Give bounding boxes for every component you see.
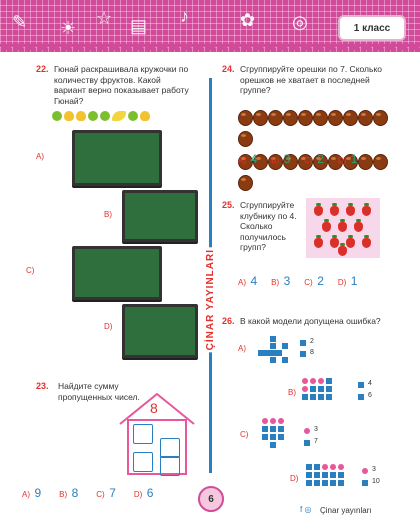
q26-b-key1: [358, 382, 364, 388]
q23-text: Найдите сумму пропущенных чисел.: [58, 381, 140, 402]
page-number: 6: [198, 486, 224, 512]
house-number: 8: [150, 400, 158, 416]
q23-answers: A) 9 B) 8 C) 7 D) 6: [22, 484, 153, 502]
q26-option-b[interactable]: B): [288, 388, 296, 397]
q26-model-c: [262, 418, 292, 448]
paint-icon: ✿: [240, 10, 256, 30]
q26-d-key1: [362, 468, 368, 474]
q22-option-a[interactable]: A): [36, 152, 44, 161]
q26-b-n2: 6: [368, 392, 372, 399]
q26-option-d[interactable]: D): [290, 474, 299, 483]
q26-a-key1: [300, 340, 306, 346]
q24-answer-a[interactable]: A) 4: [238, 152, 258, 166]
q26-option-c[interactable]: C): [240, 430, 249, 439]
q26-b-n1: 4: [368, 380, 372, 387]
q25-answer-c[interactable]: C) 2: [304, 274, 324, 288]
q26-d-key2: [362, 480, 368, 486]
q26-a-n2: 8: [310, 349, 314, 356]
q22-board-b: [122, 190, 198, 242]
q26-d-n1: 3: [372, 466, 376, 473]
globe-icon: ◎: [292, 12, 308, 32]
q26-d-n2: 10: [372, 478, 380, 485]
q26-text: В какой модели допущена ошибка?: [240, 316, 381, 326]
q24-nuts: [238, 110, 398, 196]
dice-1: [133, 424, 153, 444]
q22-option-b[interactable]: B): [104, 210, 112, 219]
q23-number: 23.: [36, 381, 49, 391]
q25-answer-b[interactable]: B) 3: [271, 274, 291, 288]
q25-strawberry-box: [306, 198, 380, 258]
header-scallop: [0, 44, 420, 58]
q22-option-c[interactable]: C): [26, 266, 35, 275]
q25-answer-a[interactable]: A) 4: [238, 274, 258, 288]
q26-option-a[interactable]: A): [238, 344, 246, 353]
q24-answer-b[interactable]: B) 3: [271, 152, 291, 166]
q22-number: 22.: [36, 64, 49, 74]
q26-a-key2: [300, 351, 306, 357]
q26-c-n2: 7: [314, 438, 318, 445]
dice-3: [133, 452, 153, 472]
house-illustration: [119, 392, 195, 475]
q26-model-a: [258, 336, 298, 368]
q24-answer-c[interactable]: C) 2: [304, 152, 324, 166]
q24-answers: A) 4 B) 3 C) 2 D) 1: [238, 150, 357, 168]
q26-model-b: [302, 378, 348, 402]
q25-number: 25.: [222, 200, 235, 210]
q24-answer-d[interactable]: D) 1: [337, 152, 358, 166]
class-badge: 1 класс: [338, 15, 406, 41]
q23-answer-d[interactable]: D) 6: [133, 486, 154, 500]
q26-b-key2: [358, 394, 364, 400]
q26-c-n1: 3: [314, 426, 318, 433]
q22-board-a: [72, 130, 162, 186]
dice-4: [160, 456, 180, 476]
q25-answer-d[interactable]: D) 1: [337, 274, 358, 288]
q26-number: 26.: [222, 316, 235, 326]
q26-a-n1: 2: [310, 338, 314, 345]
q23-answer-a[interactable]: A) 9: [22, 486, 42, 500]
vertical-brand: ÇİNAR YAYINLARI: [204, 247, 216, 353]
q23-answer-c[interactable]: C) 7: [96, 486, 116, 500]
social-icons: f ◎: [300, 505, 312, 514]
sun-icon: ☀: [60, 18, 77, 38]
footer-brand: Çinar yayınları: [320, 506, 372, 515]
q22-option-d[interactable]: D): [104, 322, 113, 331]
pencil-icon: ✎: [12, 12, 28, 32]
q24-number: 24.: [222, 64, 235, 74]
star-icon: ☆: [96, 8, 113, 28]
book-icon: ▤: [130, 16, 148, 36]
q23-answer-b[interactable]: B) 8: [59, 486, 79, 500]
music-icon: ♪: [180, 6, 189, 26]
q22-fruits: [52, 108, 150, 126]
q26-c-key2: [304, 440, 310, 446]
q22-board-c: [72, 246, 162, 300]
q22-board-d: [122, 304, 198, 358]
q24-text: Сгруппируйте орешки по 7. Сколько орешко…: [240, 64, 382, 95]
q22-text: Гюнай раскрашивала кружочки по количеств…: [54, 64, 189, 106]
q25-answers: A) 4 B) 3 C) 2 D) 1: [238, 272, 357, 290]
q26-model-d: [306, 464, 352, 488]
q26-c-key1: [304, 428, 310, 434]
dice-2: [160, 438, 180, 458]
q25-text: Сгруппируйте клубнику по 4. Сколько полу…: [240, 200, 297, 252]
